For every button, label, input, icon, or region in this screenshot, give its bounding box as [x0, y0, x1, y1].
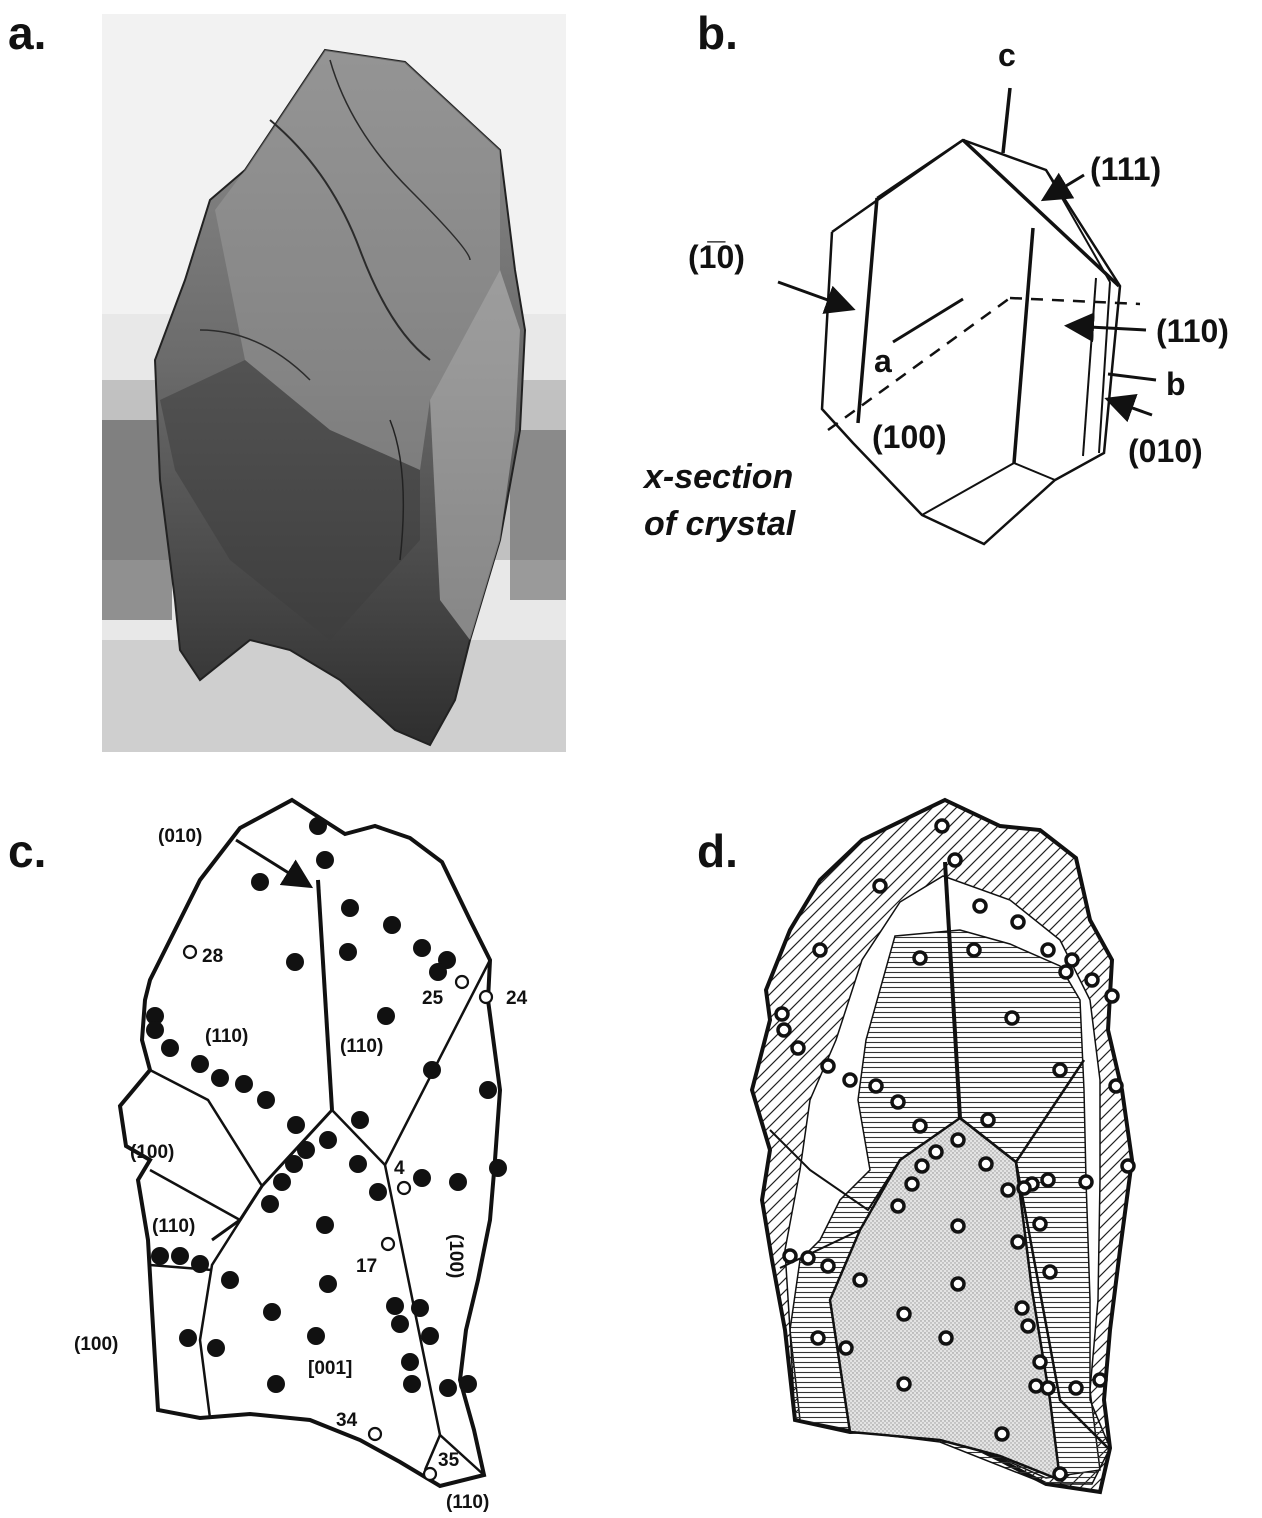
label-c-28: 28 — [202, 946, 223, 967]
label-axis-c: c — [998, 37, 1016, 73]
label-c-110-center: (110) — [340, 1036, 383, 1057]
panel-a-photo — [102, 14, 566, 752]
axis-c-line — [1003, 88, 1010, 153]
label-c-010: (010) — [158, 826, 202, 847]
xsection-dashed-line — [828, 298, 1010, 430]
label-xsection-2: of crystal — [644, 505, 797, 543]
label-c-24: 24 — [506, 988, 528, 1009]
label-c-34: 34 — [336, 1410, 358, 1431]
label-c-001: [001] — [308, 1358, 352, 1379]
label-c-17: 17 — [356, 1256, 377, 1277]
label-face-1-10: (1̅0) — [688, 239, 745, 275]
label-c-110-bottom: (110) — [446, 1492, 489, 1513]
label-xsection-1: x-section — [642, 458, 793, 496]
axis-a-line — [893, 299, 963, 342]
label-c-110-left: (110) — [205, 1026, 248, 1047]
label-face-010: (010) — [1128, 433, 1203, 469]
label-axis-b: b — [1166, 366, 1186, 402]
label-c-35: 35 — [438, 1450, 460, 1471]
label-face-111: (111) — [1090, 151, 1161, 187]
label-c-100-lower: (100) — [74, 1334, 118, 1355]
label-axis-a: a — [874, 343, 892, 379]
label-c-100-upper: (100) — [130, 1142, 174, 1163]
label-c-100-right: (100) — [445, 1234, 466, 1278]
label-c-25: 25 — [422, 988, 444, 1009]
label-c-110-lower: (110) — [152, 1216, 195, 1237]
label-c-4: 4 — [394, 1158, 405, 1179]
label-face-100: (100) — [872, 419, 947, 455]
label-face-110: (110) — [1156, 313, 1229, 349]
